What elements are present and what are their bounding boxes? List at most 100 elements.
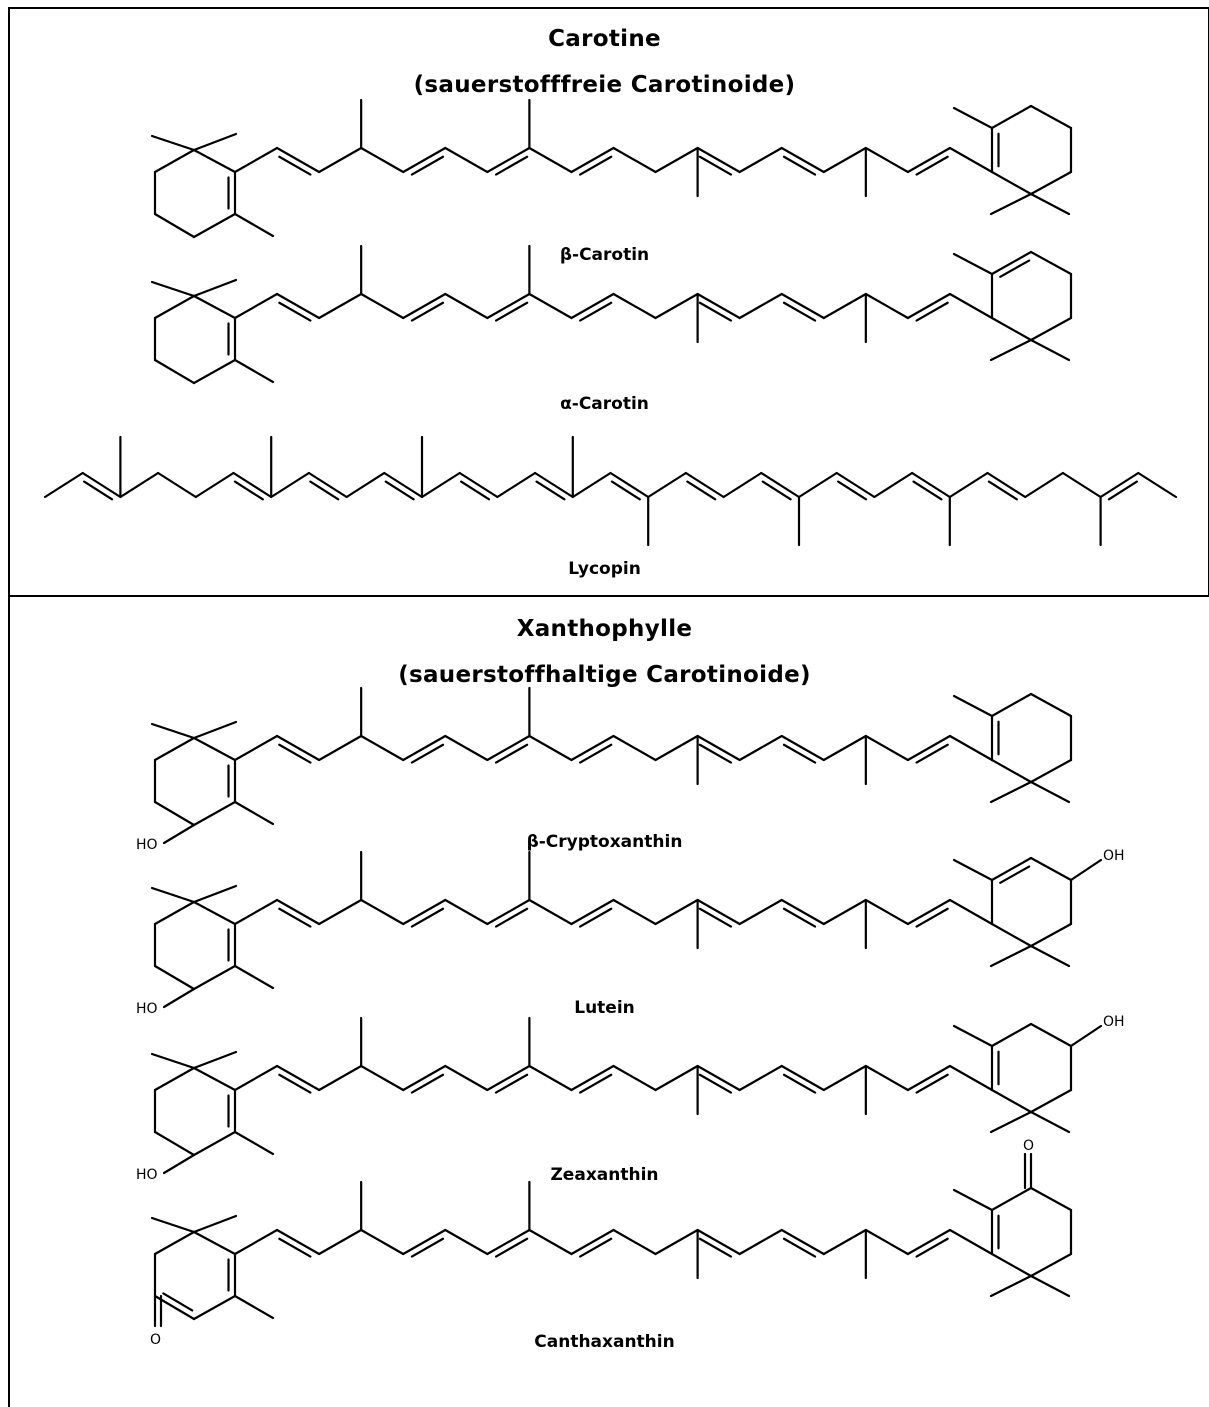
methyl <box>233 964 275 990</box>
single-bond <box>192 1130 237 1157</box>
double-bond-line <box>579 1073 613 1094</box>
single-bond <box>990 104 1033 130</box>
single-bond <box>345 471 386 499</box>
methyl <box>192 278 238 298</box>
single-bond <box>864 292 909 320</box>
double-bond <box>570 1064 615 1092</box>
methyl <box>952 858 994 882</box>
single-bond <box>496 471 537 499</box>
single-bond <box>270 471 310 499</box>
double-bond <box>81 471 122 499</box>
single-bond <box>948 898 994 926</box>
double-bond <box>696 292 741 320</box>
single-bond <box>1029 1186 1073 1212</box>
single-bond <box>192 900 237 926</box>
double-bond <box>486 1228 531 1256</box>
double-bond-line <box>782 907 817 928</box>
single-bond <box>990 922 1033 948</box>
single-bond <box>360 898 405 926</box>
single-bond <box>990 1252 1033 1278</box>
double-bond <box>486 292 531 320</box>
single-bond <box>153 1230 196 1256</box>
double-bond-line <box>579 743 613 764</box>
single-bond <box>722 471 763 499</box>
double-bond-line <box>278 1237 312 1258</box>
single-bond <box>1024 471 1065 499</box>
single-bond <box>444 146 489 174</box>
methyl <box>989 944 1033 968</box>
methyl <box>1029 192 1071 216</box>
double-bond-line <box>761 480 792 501</box>
single-bond <box>612 146 657 174</box>
single-bond <box>528 898 573 926</box>
single-bond <box>192 1230 237 1256</box>
methyl <box>192 1050 238 1070</box>
double-bond-line <box>579 301 613 322</box>
hydroxyl-label: HO <box>136 1001 158 1017</box>
double-bond-line <box>698 1237 733 1258</box>
compound-name-beta-cryptoxanthin: β-Cryptoxanthin <box>526 832 683 852</box>
single-bond <box>444 734 489 762</box>
double-bond <box>533 471 574 499</box>
double-bond <box>307 471 348 499</box>
double-bond-line <box>494 1237 529 1258</box>
double-bond <box>696 146 741 174</box>
single-bond <box>797 471 838 499</box>
double-bond-line <box>782 1237 817 1258</box>
single-bond <box>192 212 237 239</box>
double-bond-line <box>698 301 733 322</box>
double-bond <box>906 734 952 762</box>
single-bond <box>528 1064 573 1092</box>
compound-name-lutein: Lutein <box>574 998 635 1018</box>
double-bond-line <box>410 1073 445 1094</box>
single-bond <box>153 900 196 926</box>
double-bond <box>906 1228 952 1256</box>
carotenes-subtitle: (sauerstofffreie Carotinoide) <box>413 72 796 98</box>
single-bond <box>654 1064 699 1092</box>
single-bond <box>192 800 237 827</box>
double-bond <box>402 1228 447 1256</box>
double-bond <box>780 1064 825 1092</box>
single-bond <box>192 1066 237 1092</box>
double-bond-line <box>782 1073 817 1094</box>
single-bond <box>990 1088 1033 1114</box>
double-bond <box>780 1228 825 1256</box>
single-bond <box>360 1228 405 1256</box>
double-bond-line <box>494 743 529 764</box>
single-bond <box>612 1228 657 1256</box>
methyl <box>1029 338 1071 362</box>
single-bond <box>1029 170 1073 196</box>
single-bond <box>864 734 909 762</box>
single-bond <box>990 170 1033 196</box>
single-bond <box>528 292 573 320</box>
methyl <box>233 212 275 238</box>
single-bond <box>948 471 989 499</box>
hydroxyl-bond <box>162 823 196 845</box>
single-bond <box>612 898 657 926</box>
single-bond <box>233 898 279 926</box>
single-bond <box>444 898 489 926</box>
double-bond <box>906 1064 952 1092</box>
methyl <box>150 280 196 298</box>
molecule-lycopene <box>43 435 1178 547</box>
single-bond <box>990 1022 1033 1048</box>
double-bond-line <box>915 155 949 176</box>
double-bond-line <box>579 907 613 928</box>
double-bond <box>486 734 531 762</box>
single-bond <box>990 758 1033 784</box>
double-bond-line <box>915 301 949 322</box>
single-bond <box>318 1228 363 1256</box>
xanthophylls-subtitle: (sauerstoffhaltige Carotinoide) <box>398 662 811 688</box>
double-bond-line <box>309 480 340 501</box>
double-bond-line <box>410 907 445 928</box>
single-bond <box>192 294 237 320</box>
double-bond <box>990 250 1033 276</box>
double-bond <box>402 898 447 926</box>
double-bond-line <box>410 1237 445 1258</box>
single-bond <box>192 148 237 174</box>
single-bond <box>1029 856 1073 882</box>
double-bond-line <box>460 480 491 501</box>
single-bond <box>360 734 405 762</box>
